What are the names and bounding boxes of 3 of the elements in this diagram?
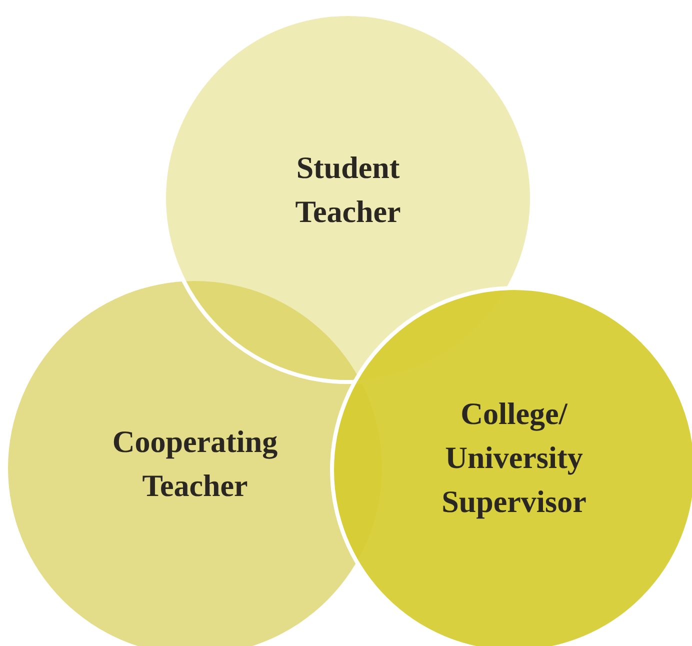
circle-label: Cooperating Teacher — [111, 423, 279, 505]
circle-label: Student Teacher — [294, 149, 402, 231]
circle-label: College/ University Supervisor — [440, 395, 588, 521]
